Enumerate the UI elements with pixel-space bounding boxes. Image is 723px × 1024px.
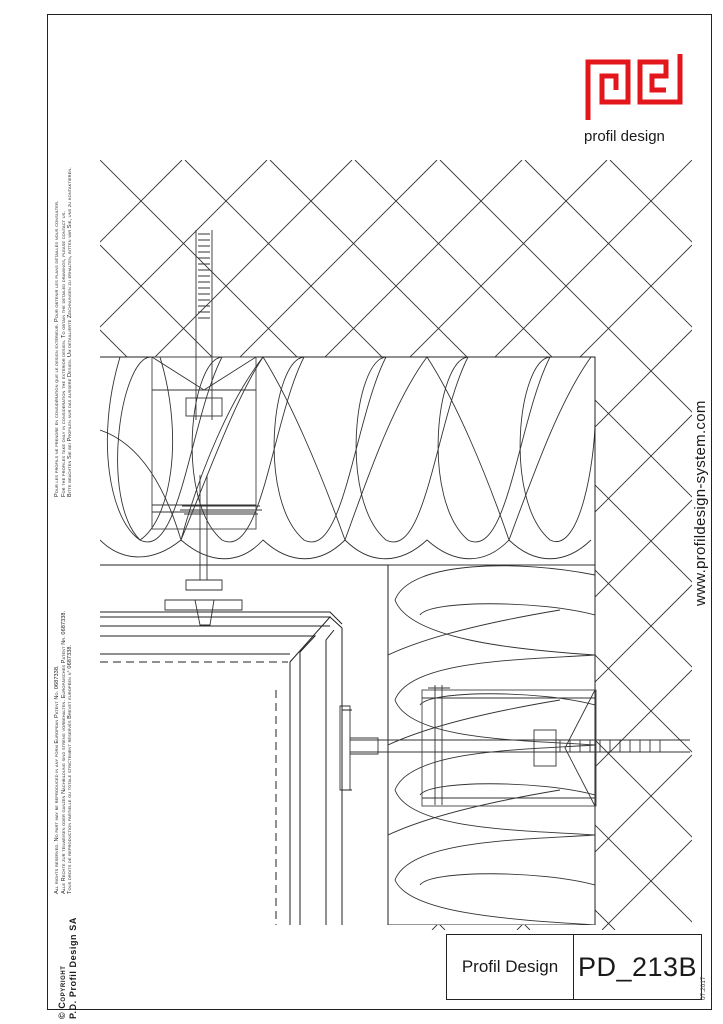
logo-letter-p: [585, 59, 631, 120]
title-block: Profil Design PD_213B: [446, 934, 702, 1000]
title-block-name: Profil Design: [447, 935, 574, 999]
cladding-profile: [100, 611, 352, 925]
website-url[interactable]: www.profildesign-system.com: [692, 400, 709, 606]
drawing-frame: [47, 14, 712, 1010]
pd-logo-icon: [585, 54, 683, 120]
drawing-code: PD_213B: [577, 951, 698, 982]
drawing-date: 07.2017: [700, 976, 707, 1001]
top-anchor: [151, 230, 262, 626]
wall-outline: [100, 356, 596, 925]
brand-name: profil design: [584, 128, 665, 145]
logo-letter-d: [637, 54, 683, 105]
insulation-regions: [100, 357, 595, 930]
